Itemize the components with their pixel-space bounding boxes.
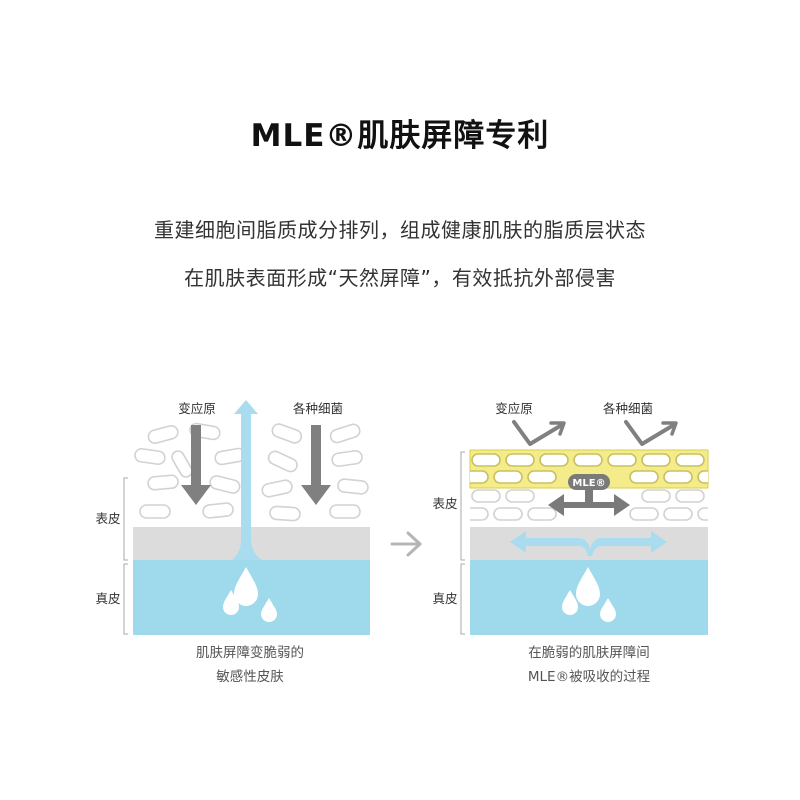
right-dermis-bracket: [460, 563, 465, 635]
left-epidermis-bracket: [123, 477, 128, 561]
water-drop-icon: [234, 567, 258, 606]
transition-arrow-icon: [390, 531, 422, 557]
right-water-drops: [562, 567, 616, 622]
water-drop-icon: [562, 590, 578, 615]
moisture-retention-arrow: [510, 531, 667, 556]
right-caption-line-2: MLE®被吸收的过程: [528, 669, 650, 685]
left-bacteria-arrow: [301, 425, 331, 505]
right-epidermis-bracket: [460, 451, 465, 561]
right-irritant-label: 变应原: [495, 401, 533, 416]
left-skin-cells: [134, 422, 369, 522]
left-bacteria-label: 各种细菌: [293, 401, 343, 416]
left-panel: 表皮 真皮: [95, 400, 370, 685]
left-water-drops: [223, 567, 277, 622]
mle-badge: MLE®: [568, 474, 610, 490]
water-drop-icon: [223, 590, 239, 615]
water-drop-icon: [261, 598, 277, 622]
mle-spread-arrow: [548, 485, 630, 516]
right-skin-cells: [470, 453, 708, 521]
right-bacteria-label: 各种细菌: [603, 401, 653, 416]
right-irritant-deflect-arrow: [512, 420, 566, 446]
left-water-loss-arrow: [232, 400, 262, 560]
mle-badge-text: MLE®: [572, 478, 605, 489]
description-line-1: 重建细胞间脂质成分排列，组成健康肌肤的脂质层状态: [154, 218, 646, 242]
description-line-2: 在肌肤表面形成“天然屏障”，有效抵抗外部侵害: [184, 266, 616, 290]
right-epidermis-label: 表皮: [432, 496, 457, 511]
right-panel: 表皮 真皮: [432, 401, 709, 685]
left-irritant-arrow: [181, 425, 211, 505]
left-epidermis-label: 表皮: [95, 511, 120, 526]
left-caption-line-2: 敏感性皮肤: [216, 668, 284, 685]
page-title: MLE®肌肤屏障专利: [250, 118, 550, 154]
right-dermis-label: 真皮: [432, 591, 457, 606]
water-drop-icon: [576, 567, 600, 606]
left-dermis-bracket: [123, 563, 128, 635]
left-dermis-label: 真皮: [95, 591, 120, 606]
right-bacteria-deflect-arrow: [624, 420, 678, 446]
left-irritant-label: 变应原: [178, 401, 216, 416]
left-caption-line-1: 肌肤屏障变脆弱的: [196, 644, 304, 661]
water-drop-icon: [600, 598, 616, 622]
right-caption-line-1: 在脆弱的肌肤屏障间: [528, 644, 650, 661]
